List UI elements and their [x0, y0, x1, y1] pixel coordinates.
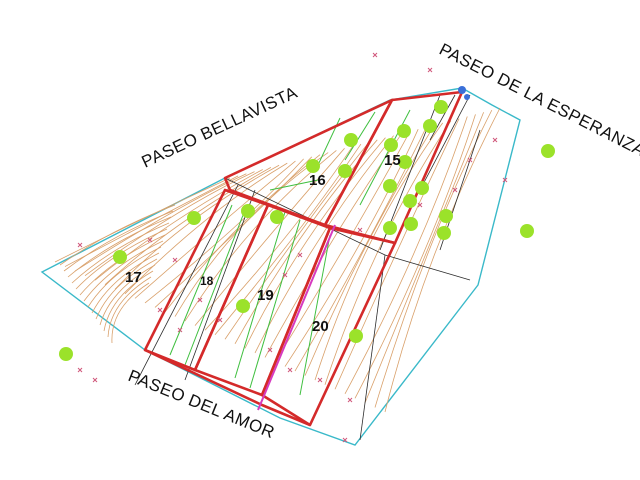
- survey-marker-icon: [492, 137, 498, 143]
- lot-label-16: 16: [309, 172, 326, 189]
- tree-icon: [270, 210, 284, 224]
- contour-line: [111, 282, 150, 344]
- contour-line: [87, 246, 162, 308]
- tree-icon: [397, 124, 411, 138]
- contour-line: [83, 240, 164, 302]
- survey-marker-icon: [347, 397, 353, 403]
- tree-icon: [520, 224, 534, 238]
- contour-line: [71, 222, 170, 284]
- survey-marker-icon: [172, 257, 178, 263]
- lot-label-17: 17: [125, 269, 142, 286]
- survey-markers: [77, 52, 508, 443]
- contour-line: [84, 171, 255, 276]
- tree-icon: [404, 217, 418, 231]
- contour-line: [384, 107, 501, 413]
- contour-line: [174, 152, 329, 317]
- survey-marker-icon: [427, 67, 433, 73]
- contour-line: [103, 270, 154, 332]
- tree-icon: [383, 221, 397, 235]
- tree-icon: [344, 133, 358, 147]
- survey-marker-icon: [177, 327, 183, 333]
- survey-marker-icon: [147, 237, 153, 243]
- contour-line: [134, 160, 296, 299]
- tree-icon: [437, 226, 451, 240]
- contour-line: [204, 145, 354, 331]
- contour-line: [91, 252, 160, 314]
- survey-marker-icon: [467, 157, 473, 163]
- contour-line: [104, 167, 272, 286]
- tree-icon: [113, 250, 127, 264]
- contour-line: [124, 162, 288, 295]
- lot-outline-20: [260, 226, 397, 427]
- tree-icon: [384, 138, 398, 152]
- survey-marker-icon: [267, 347, 273, 353]
- contour-line: [107, 276, 152, 338]
- tree-icon: [434, 100, 448, 114]
- lot-label-19: 19: [257, 287, 274, 304]
- lot-label-15: 15: [384, 152, 401, 169]
- survey-marker-icon: [342, 437, 348, 443]
- tree-icon: [383, 179, 397, 193]
- tree-icon: [398, 155, 412, 169]
- contour-line: [254, 135, 394, 354]
- tree-icon: [306, 159, 320, 173]
- lot-outline-bottom: [144, 348, 311, 427]
- contour-line: [304, 124, 435, 376]
- survey-marker-icon: [197, 297, 203, 303]
- corner-marker: [464, 94, 470, 100]
- contour-line: [67, 216, 172, 278]
- survey-marker-icon: [297, 252, 303, 258]
- trees: [59, 100, 555, 361]
- survey-marker-icon: [287, 367, 293, 373]
- lot-outlines: [143, 90, 464, 427]
- contour-line: [344, 116, 468, 395]
- survey-marker-icon: [77, 367, 83, 373]
- contour-line: [74, 173, 247, 272]
- contour-line: [294, 126, 427, 372]
- corner-markers: [458, 86, 470, 100]
- survey-marker-icon: [502, 177, 508, 183]
- contour-line: [95, 258, 158, 320]
- survey-marker-icon: [77, 242, 83, 248]
- survey-marker-icon: [357, 227, 363, 233]
- survey-marker-icon: [317, 377, 323, 383]
- tree-icon: [403, 194, 417, 208]
- contour-line: [244, 137, 386, 349]
- street-label-bellavista: PASEO BELLAVISTA: [139, 83, 301, 172]
- tree-icon: [423, 119, 437, 133]
- tree-icon: [59, 347, 73, 361]
- tree-icon: [415, 181, 429, 195]
- survey-marker-icon: [157, 307, 163, 313]
- contour-line: [59, 204, 176, 266]
- survey-marker-icon: [452, 187, 458, 193]
- contour-line: [314, 122, 444, 381]
- tree-icon: [541, 144, 555, 158]
- tree-icon: [349, 329, 363, 343]
- contour-line: [54, 177, 231, 263]
- contour-line: [63, 210, 174, 272]
- contour-line: [354, 114, 476, 399]
- survey-marker-icon: [217, 317, 223, 323]
- tree-icon: [236, 299, 250, 313]
- survey-marker-icon: [372, 52, 378, 58]
- tree-icon: [241, 204, 255, 218]
- contour-line: [94, 169, 263, 281]
- survey-marker-icon: [92, 377, 98, 383]
- contour-line: [324, 120, 452, 385]
- contour-line: [99, 264, 156, 326]
- tree-icon: [439, 209, 453, 223]
- contour-line: [144, 158, 304, 304]
- lot-label-20: 20: [312, 318, 329, 335]
- contour-line: [334, 118, 460, 390]
- survey-line: [257, 224, 336, 411]
- survey-marker-icon: [417, 202, 423, 208]
- lot-label-18: 18: [200, 274, 214, 288]
- tree-icon: [187, 211, 201, 225]
- contour-line: [364, 112, 485, 404]
- survey-marker-icon: [282, 272, 288, 278]
- corner-marker: [458, 86, 466, 94]
- tree-icon: [338, 164, 352, 178]
